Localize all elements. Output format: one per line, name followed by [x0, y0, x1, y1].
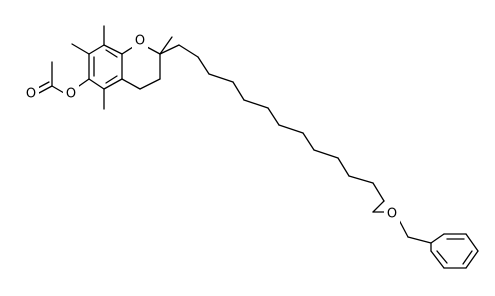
bond: [407, 236, 432, 244]
bond: [462, 250, 473, 265]
bond: [71, 43, 90, 55]
bond: [105, 49, 118, 58]
carbonyl-oxygen-label: O: [26, 87, 36, 102]
bond-layer: [35, 25, 479, 269]
bond: [430, 250, 445, 269]
bond: [232, 81, 245, 101]
ether-oxygen-label: O: [387, 207, 397, 222]
bond: [465, 233, 479, 252]
bond: [430, 233, 445, 244]
bond: [159, 44, 180, 55]
bond: [88, 78, 105, 90]
bond: [436, 250, 448, 264]
bond: [146, 46, 161, 55]
atom-label-layer: O O O O: [23, 32, 400, 223]
bond: [159, 36, 173, 55]
bond: [372, 200, 385, 213]
bond: [278, 124, 304, 134]
bond: [243, 99, 269, 109]
bond: [78, 78, 90, 87]
bond: [465, 250, 479, 269]
bond: [197, 56, 210, 75]
bond: [313, 149, 339, 159]
bond: [337, 157, 350, 177]
bond: [348, 175, 374, 184]
bond: [103, 78, 123, 90]
bond: [121, 46, 134, 55]
ring-oxygen-label: O: [135, 34, 145, 49]
bond: [372, 182, 385, 202]
bond: [208, 73, 234, 83]
bond: [139, 78, 161, 90]
bond: [302, 132, 315, 151]
bond: [88, 44, 105, 55]
bond: [103, 44, 123, 55]
bond: [51, 85, 65, 94]
bond: [267, 107, 280, 126]
bond: [105, 75, 118, 84]
bond: [38, 85, 53, 94]
bond: [178, 44, 199, 58]
ester-oxygen-label: O: [66, 87, 76, 102]
bond: [121, 78, 141, 90]
